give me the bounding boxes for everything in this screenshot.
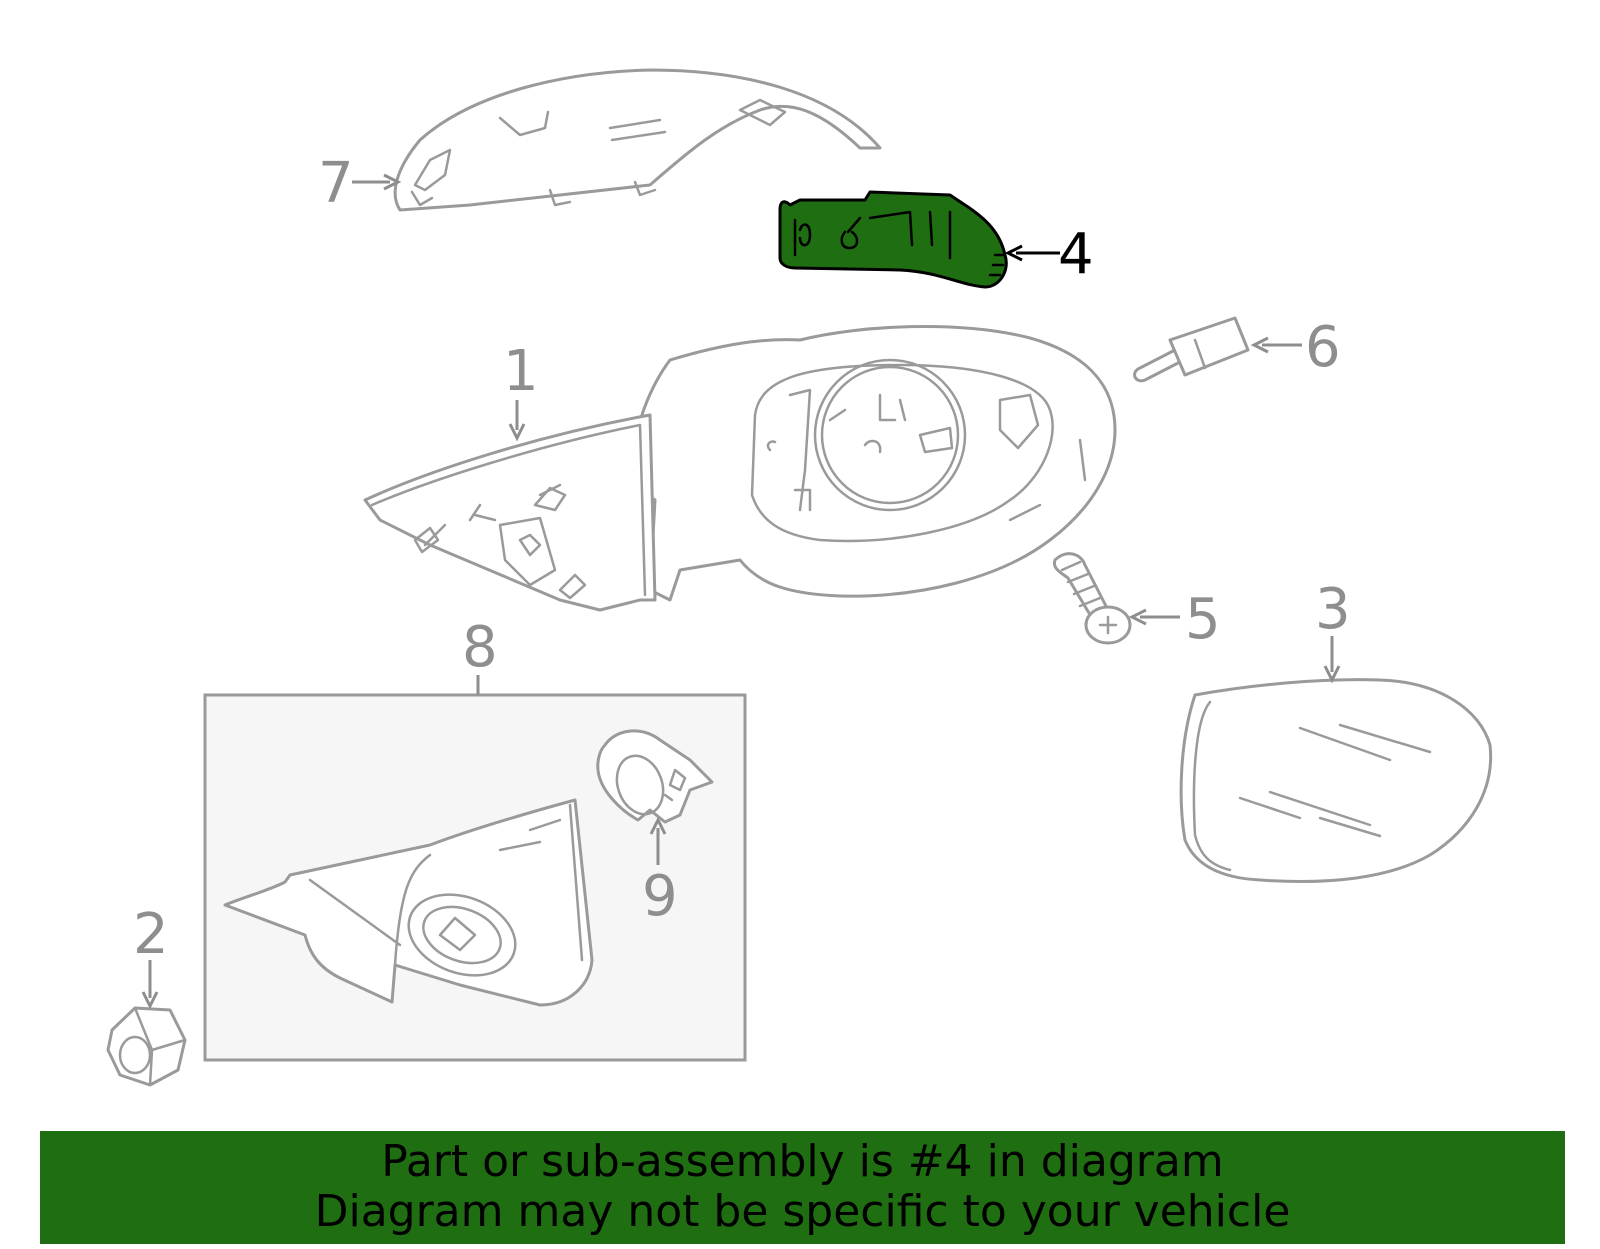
callout-1: 1	[503, 339, 539, 404]
info-banner: Part or sub-assembly is #4 in diagram Di…	[40, 1131, 1565, 1244]
banner-line-1: Part or sub-assembly is #4 in diagram	[381, 1136, 1224, 1187]
part-4-bracket-highlighted[interactable]	[778, 190, 1008, 289]
part-3-mirror-glass	[1179, 678, 1493, 884]
part-2-nut	[106, 1006, 187, 1087]
callout-2: 2	[133, 902, 169, 967]
part-9-cap	[596, 729, 714, 824]
part-1-mirror-assembly	[363, 324, 1117, 612]
callout-4: 4	[1058, 222, 1094, 287]
callout-6: 6	[1305, 315, 1341, 380]
callout-3: 3	[1315, 577, 1351, 642]
part-7-mirror-cover	[393, 68, 882, 212]
part-5-screw	[1052, 552, 1132, 645]
part-6-bulb	[1133, 316, 1250, 383]
callout-7: 7	[318, 151, 354, 216]
callout-9: 9	[642, 864, 678, 929]
banner-line-2: Diagram may not be specific to your vehi…	[314, 1186, 1291, 1237]
callout-8: 8	[462, 615, 498, 680]
callout-5: 5	[1185, 587, 1221, 652]
